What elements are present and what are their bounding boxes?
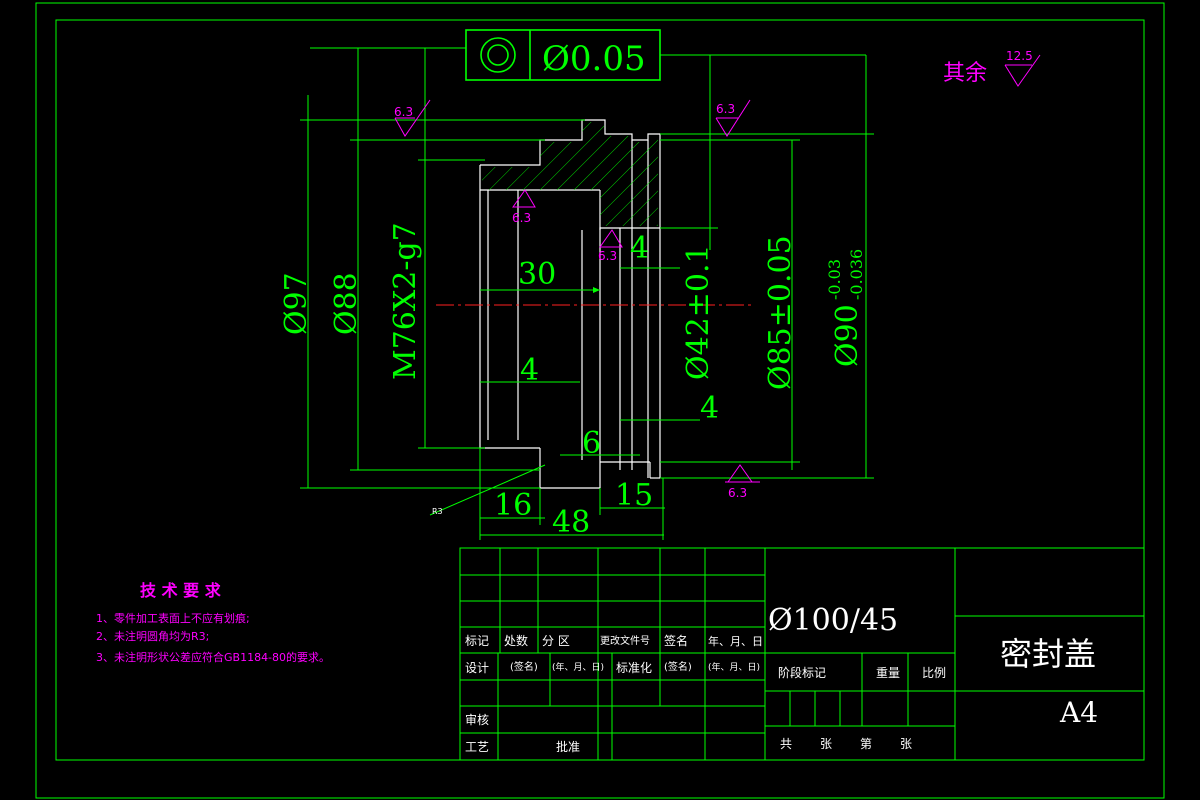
label-pizhun: 批准 — [556, 739, 580, 754]
label-bili: 比例 — [922, 666, 946, 680]
dim-d97: Ø97 — [279, 272, 314, 335]
label-nianyueri: 年、月、日 — [708, 634, 763, 648]
label-gong: 共 — [780, 737, 792, 751]
roughness-symbol-4 — [599, 229, 623, 248]
dim-d88: Ø88 — [329, 272, 364, 335]
dim-len16: 16 — [494, 488, 532, 523]
roughness-symbol-5 — [725, 464, 760, 483]
dimension-lines — [300, 48, 874, 540]
label-di: 第 — [860, 737, 872, 751]
section-hatch — [482, 122, 658, 226]
surface-rest-value: 12.5 — [1006, 49, 1033, 63]
label-zhang2: 张 — [900, 737, 912, 751]
label-gongyi: 工艺 — [465, 740, 489, 754]
dim-len4a: 4 — [520, 353, 539, 388]
sheet-size: A4 — [1059, 696, 1098, 729]
label-jieduan: 阶段标记 — [778, 665, 826, 680]
material-text: Ø100/45 — [768, 603, 898, 638]
tolerance-value: Ø0.05 — [542, 39, 646, 79]
roughness-value-4: 6.3 — [598, 249, 617, 263]
notes-item-2: 2、未注明圆角均为R3; — [96, 629, 209, 643]
label-fenqu: 分 区 — [542, 634, 570, 648]
outer-border — [35, 2, 1165, 799]
roughness-value-2: 6.3 — [716, 102, 735, 116]
label-chushu: 处数 — [504, 633, 528, 648]
roughness-value-1: 6.3 — [394, 105, 413, 119]
dim-thread: M76X2-g7 — [388, 222, 423, 380]
label-nyr2: (年、月、日) — [552, 661, 604, 673]
roughness-rest-symbol — [1004, 54, 1041, 87]
dim-r3: R3 — [432, 507, 443, 516]
label-biaozhunhua: 标准化 — [616, 661, 652, 675]
roughness-value-5: 6.3 — [728, 486, 747, 500]
dim-d42: Ø42±0.1 — [681, 244, 716, 380]
label-gengwen: 更改文件号 — [600, 634, 650, 647]
dim-d85: Ø85±0.05 — [763, 235, 798, 390]
notes-title: 技 术 要 求 — [140, 581, 222, 600]
roughness-value-3: 6.3 — [512, 211, 531, 225]
roughness-symbol-3 — [512, 189, 536, 208]
dim-len6: 6 — [582, 426, 601, 461]
dim-d90-upper: -0.03 — [825, 259, 844, 300]
notes-item-3: 3、未注明形状公差应符合GB1184-80的要求。 — [96, 650, 330, 664]
roughness-symbol-1 — [394, 99, 431, 137]
dim-len4b: 4 — [630, 231, 649, 266]
label-sign2: (签名) — [510, 660, 538, 673]
notes-item-1: 1、零件加工表面上不应有划痕; — [96, 611, 250, 625]
label-qianming: 签名 — [664, 633, 688, 648]
label-sheji: 设计 — [465, 661, 489, 675]
dim-len30: 30 — [518, 257, 556, 292]
surface-rest-label: 其余 — [943, 61, 987, 86]
dim-len4c: 4 — [700, 391, 719, 426]
dim-len15: 15 — [615, 478, 653, 513]
label-biaoji: 标记 — [465, 634, 489, 648]
concentricity-icon — [480, 37, 516, 73]
label-shenhe: 审核 — [465, 712, 489, 727]
label-sign3: (签名) — [664, 660, 692, 673]
dim-d90: Ø90 — [830, 304, 865, 367]
roughness-symbol-2 — [715, 99, 751, 137]
title-block-grid — [459, 547, 1145, 761]
label-zhang: 张 — [820, 737, 832, 751]
dim-len48: 48 — [552, 505, 590, 540]
label-zhongliang: 重量 — [876, 666, 900, 680]
part-name: 密封盖 — [1000, 635, 1096, 673]
dim-d90-lower: -0.036 — [847, 249, 866, 300]
label-nyr3: (年、月、日) — [708, 661, 760, 673]
